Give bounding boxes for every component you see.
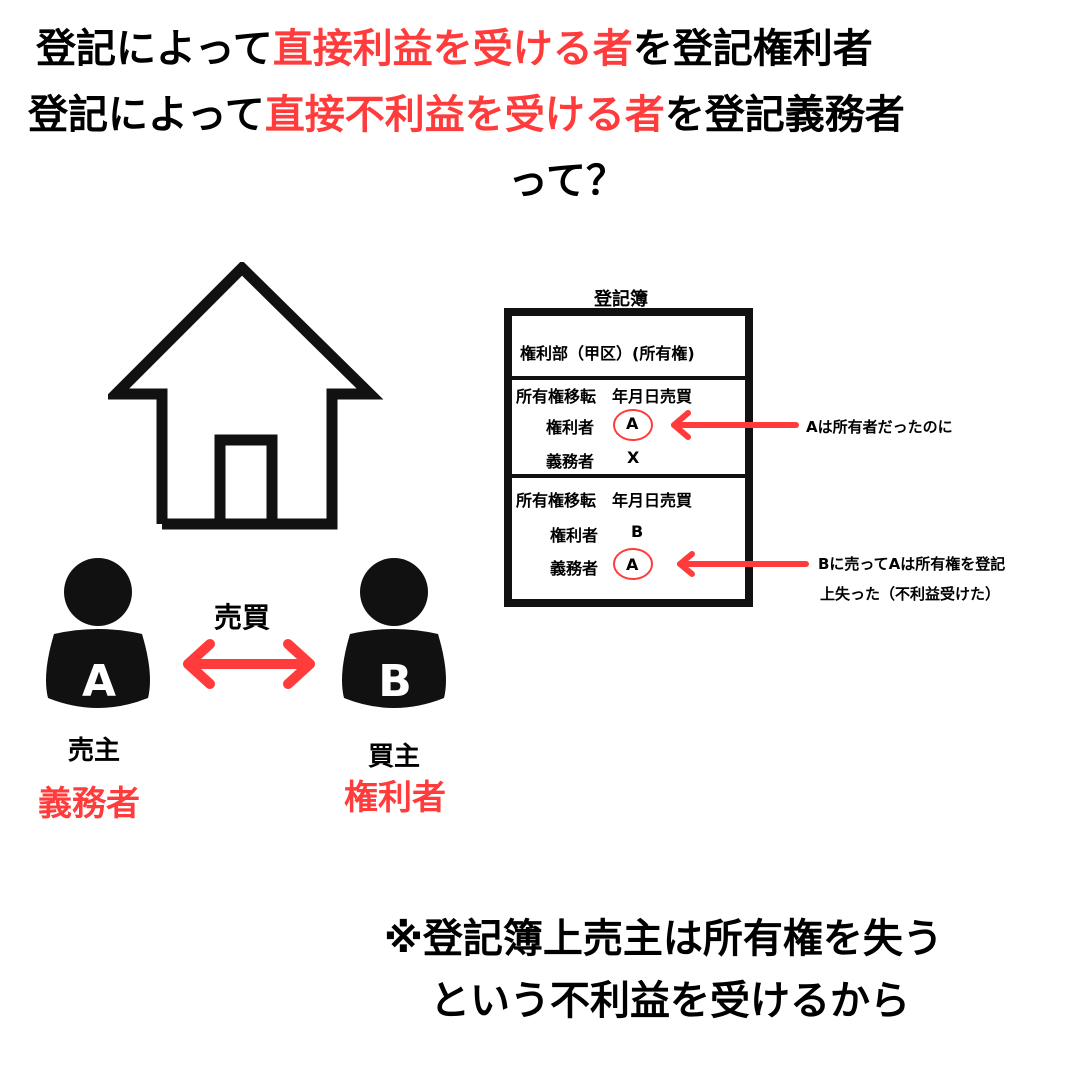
entry1-holder-value: A (626, 414, 639, 433)
note-2-line-2: 上失った（不利益受けた） (820, 585, 1001, 603)
note-2-line-1: Bに売ってAは所有権を登記 (818, 555, 1006, 573)
title-line-3: って？ (508, 158, 626, 204)
registry-divider-2 (512, 474, 745, 478)
entry2-holder-value: B (631, 522, 644, 541)
transaction-label: 売買 (214, 601, 271, 634)
person-icon-seller (46, 558, 150, 708)
registry-header: 権利部（甲区）(所有権) (520, 344, 695, 363)
entry1-transfer: 所有権移転 年月日売買 (516, 387, 693, 406)
house-icon (108, 262, 384, 530)
entry1-obligor-value: X (627, 448, 640, 467)
seller-name: 義務者 (38, 784, 140, 824)
title-line-1-post: を登記権利者 (632, 26, 873, 72)
entry1-holder-label: 権利者 (546, 418, 595, 437)
entry1-obligor-label: 義務者 (546, 452, 595, 471)
person-icon-buyer (342, 558, 446, 708)
title-line-1-pre: 登記によって (36, 26, 273, 72)
title-line-2-highlight: 直接不利益を受ける者 (264, 92, 665, 138)
entry2-obligor-value: A (626, 555, 639, 574)
circle-marker-holder-a (613, 409, 653, 441)
buyer-name: 権利者 (344, 778, 446, 818)
registry-title: 登記簿 (594, 289, 648, 310)
title-line-1-highlight: 直接利益を受ける者 (272, 26, 633, 72)
title-line-1: 登記によって直接利益を受ける者を登記権利者 (36, 24, 873, 74)
seller-role: 売主 (68, 736, 121, 766)
registry-box (504, 308, 753, 607)
note-1: Aは所有者だったのに (806, 418, 953, 436)
double-arrow-icon (183, 639, 315, 689)
entry2-transfer: 所有権移転 年月日売買 (516, 491, 693, 510)
title-line-2: 登記によって直接不利益を受ける者を登記義務者 (28, 90, 905, 140)
footnote-line-1: ※登記簿上売主は所有権を失う (384, 916, 943, 962)
entry2-obligor-label: 義務者 (550, 559, 599, 578)
entry2-holder-label: 権利者 (550, 526, 599, 545)
footnote-line-2: という不利益を受けるから (430, 978, 910, 1024)
buyer-letter: B (378, 656, 412, 707)
buyer-role: 買主 (368, 742, 421, 772)
title-line-2-pre: 登記によって (28, 92, 265, 138)
annotation-layer (613, 409, 809, 580)
title-line-2-post: を登記義務者 (664, 92, 905, 138)
circle-marker-obligor-a (613, 548, 653, 580)
registry-divider-1 (512, 376, 745, 380)
seller-letter: A (81, 656, 117, 707)
